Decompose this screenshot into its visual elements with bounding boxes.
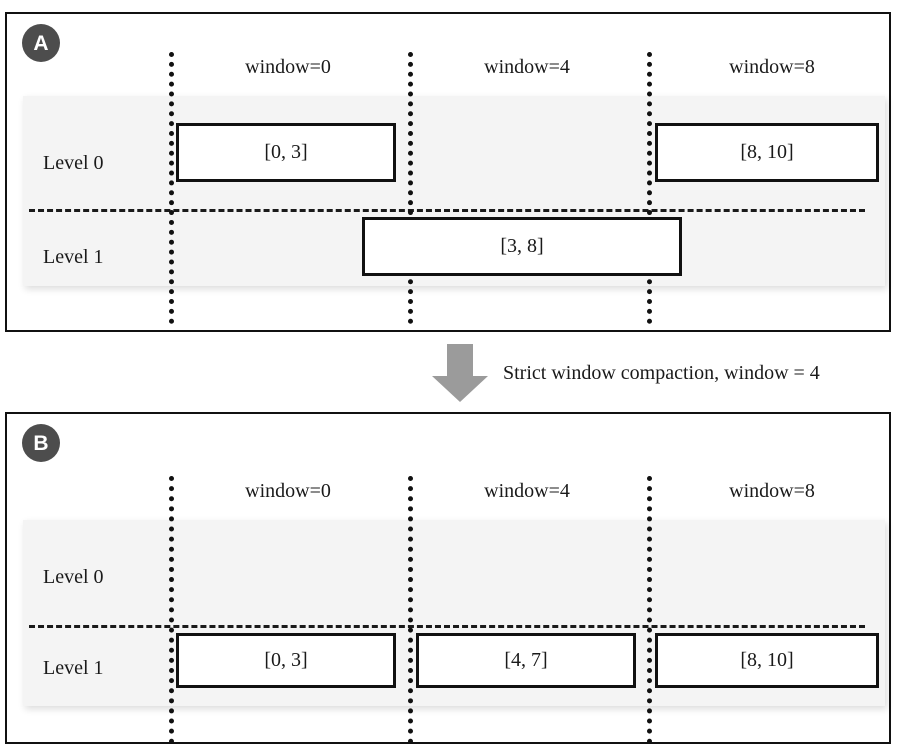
window-separator-4-b <box>408 476 413 744</box>
panel-b-badge: B <box>22 424 60 462</box>
panel-b: B window=0 window=4 window=8 Level 0 Lev… <box>5 412 891 744</box>
panel-a: A window=0 window=4 window=8 Level 0 Lev… <box>5 12 891 332</box>
column-label-window-4-a: window=4 <box>484 56 570 78</box>
column-label-window-8-a: window=8 <box>729 56 815 78</box>
level-divider-b <box>29 625 865 628</box>
row-label-level-0-a: Level 0 <box>43 152 104 174</box>
panel-a-badge: A <box>22 24 60 62</box>
interval-box-a-level0-8-10: [8, 10] <box>655 123 879 182</box>
row-label-level-1-a: Level 1 <box>43 246 104 268</box>
interval-box-b-level1-8-10: [8, 10] <box>655 633 879 688</box>
interval-box-b-level1-4-7: [4, 7] <box>416 633 636 688</box>
window-separator-4-a <box>408 52 413 324</box>
row-label-level-0-b: Level 0 <box>43 566 104 588</box>
transition-group: Strict window compaction, window = 4 <box>0 340 906 406</box>
interval-box-a-level1-3-8: [3, 8] <box>362 217 682 276</box>
window-separator-8-a <box>647 52 652 324</box>
column-label-window-8-b: window=8 <box>729 480 815 502</box>
transition-caption: Strict window compaction, window = 4 <box>503 362 820 384</box>
column-label-window-0-a: window=0 <box>245 56 331 78</box>
window-separator-0-b <box>169 476 174 744</box>
interval-box-a-level0-0-3: [0, 3] <box>176 123 396 182</box>
column-label-window-0-b: window=0 <box>245 480 331 502</box>
window-separator-0-a <box>169 52 174 324</box>
window-separator-8-b <box>647 476 652 744</box>
row-label-level-1-b: Level 1 <box>43 657 104 679</box>
column-label-window-4-b: window=4 <box>484 480 570 502</box>
interval-box-b-level1-0-3: [0, 3] <box>176 633 396 688</box>
level-divider-a <box>29 209 865 212</box>
arrow-down-icon <box>432 344 488 402</box>
